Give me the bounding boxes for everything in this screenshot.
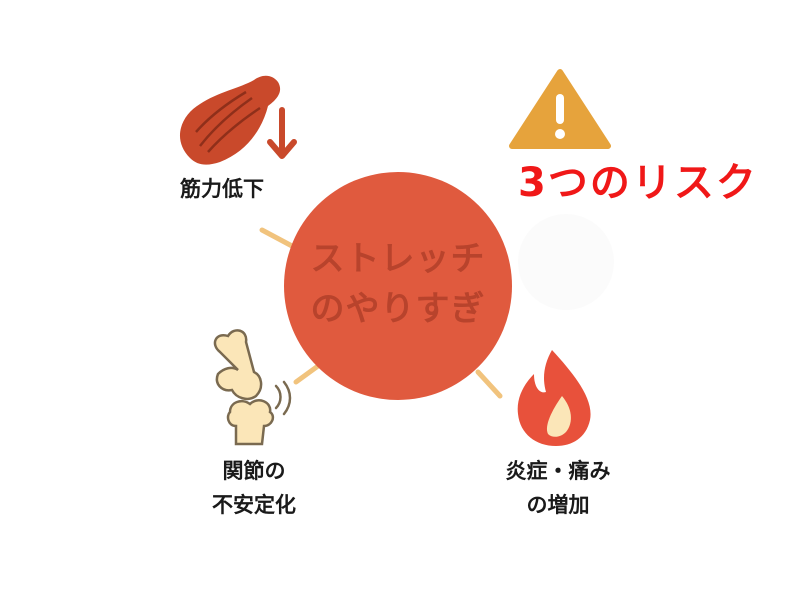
joint-bone-icon	[213, 329, 292, 446]
connector-joint	[293, 363, 321, 385]
muscle-icon	[179, 75, 281, 165]
connector-muscle	[259, 227, 295, 249]
label-inflammation-line2: の増加	[526, 493, 590, 517]
connector-inflammation	[475, 369, 503, 399]
label-joint-line1: 関節の	[222, 459, 286, 483]
center-label-line1: ストレッチ	[310, 239, 486, 279]
risk-title: 3つのリスク	[518, 160, 758, 206]
down-arrow-icon	[267, 107, 297, 159]
label-joint: 関節の 不安定化	[184, 454, 324, 522]
warning-icon	[509, 69, 611, 149]
faint-circle	[518, 214, 614, 310]
label-inflammation-line1: 炎症・痛み	[505, 459, 611, 483]
center-label-line2: のやりすぎ	[310, 289, 486, 329]
label-inflammation: 炎症・痛み の増加	[480, 454, 636, 522]
center-circle	[284, 172, 512, 400]
label-joint-line2: 不安定化	[212, 493, 296, 517]
center-label: ストレッチ のやりすぎ	[288, 234, 508, 334]
flame-icon	[517, 350, 591, 446]
label-muscle: 筋力低下	[180, 177, 264, 201]
